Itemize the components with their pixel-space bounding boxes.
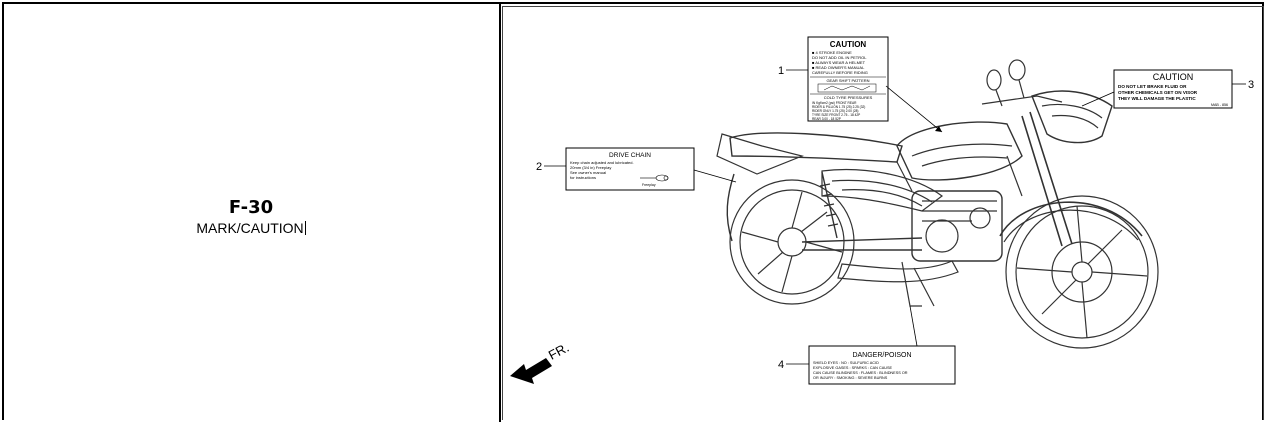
danger-poison-line: EXPLOSIVE GASES : SPARKS : CAN CAUSE [813, 366, 893, 370]
part-name-field[interactable]: MARK/CAUTION [4, 219, 498, 237]
danger-poison-line: CAN CAUSE BLINDNESS : FLAMES : BLINDNESS… [813, 371, 908, 375]
callout-2-number: 2 [536, 161, 542, 173]
caution-label-3-line: OTHER CHEMICALS GET ON VISOR [1118, 90, 1198, 95]
drive-chain-title: DRIVE CHAIN [609, 152, 651, 159]
drive-chain-freeplay: Freeplay [642, 183, 656, 187]
caution-label-3-line: THEY WILL DAMAGE THE PLASTIC [1118, 96, 1196, 101]
front-direction-indicator: FR. [510, 340, 571, 384]
danger-poison-line: OR INJURY : SMOKING : SEVERE BURNS [813, 376, 888, 380]
caution-label-1[interactable]: CAUTION ■ 4 STROKE ENGINE DO NOT ADD OIL… [807, 36, 889, 122]
part-name: MARK/CAUTION [196, 220, 304, 236]
danger-poison-title: DANGER/POISON [852, 352, 911, 359]
tyre-pressure-row: RIDER & PILLION 1.75 (25) 2.25 (32) [812, 105, 865, 109]
callout-3: 3 [1081, 79, 1254, 107]
part-info-pane: F-30 MARK/CAUTION [4, 4, 498, 420]
chain-icon [640, 174, 669, 182]
drive-chain-label[interactable]: DRIVE CHAIN Keep chain adjusted and lubr… [565, 147, 695, 191]
caution-label-3[interactable]: CAUTION DO NOT LET BRAKE FLUID OR OTHER … [1113, 69, 1233, 109]
danger-poison-line: SHIELD EYES : NO : SULFURIC ACID [813, 361, 879, 365]
tyre-pressure-row: RIDER ONLY 1.75 (25) 2.00 (28) [812, 109, 858, 113]
callout-1: 1 [778, 65, 943, 133]
part-code: F-30 [228, 197, 274, 218]
gear-shift-pattern [817, 83, 877, 93]
callout-4: 4 [778, 305, 918, 371]
drive-chain-line: for instructions [570, 175, 596, 180]
drive-chain-line: Keep chain adjusted and lubricated. [570, 160, 634, 165]
text-caret [304, 221, 306, 235]
caution-label-3-lines: DO NOT LET BRAKE FLUID OR OTHER CHEMICAL… [1118, 84, 1198, 101]
tyre-pressure-row: REAR 3.00 - 18 52P [812, 117, 841, 121]
caution-label-3-title: CAUTION [1153, 72, 1194, 82]
caution-label-1-lines: ■ 4 STROKE ENGINE DO NOT ADD OIL IN PETR… [812, 50, 868, 75]
danger-poison-label[interactable]: DANGER/POISON SHIELD EYES : NO : SULFURI… [808, 345, 956, 385]
caution-label-1-line: ■ 4 STROKE ENGINE [812, 50, 852, 55]
exploded-diagram: CAUTION ■ 4 STROKE ENGINE DO NOT ADD OIL… [510, 36, 1254, 385]
caution-label-3-line: DO NOT LET BRAKE FLUID OR [1118, 84, 1187, 89]
gear-shift-heading: GEAR SHIFT PATTERN [826, 78, 869, 83]
tyre-pressure-table: IN Kgf/cm2 (psi) FRONT REAR RIDER & PILL… [812, 101, 865, 121]
drive-chain-line: See owner's manual [570, 170, 606, 175]
drive-chain-line: 20mm (3/4 in) Freeplay [570, 165, 611, 170]
tyre-pressure-heading: COLD TYRE PRESSURES [824, 95, 873, 100]
caution-label-1-line: CAREFULLY BEFORE RIDING [812, 70, 868, 75]
drive-chain-lines: Keep chain adjusted and lubricated. 20mm… [570, 160, 634, 180]
callout-1-number: 1 [778, 65, 784, 77]
caution-label-1-title: CAUTION [830, 40, 867, 49]
danger-poison-lines: SHIELD EYES : NO : SULFURIC ACID EXPLOSI… [813, 361, 908, 380]
tyre-pressure-row: TYRE SIZE FRONT 2.75 - 18 42P [812, 113, 860, 117]
caution-label-3-part-no: MAB - 856 [1211, 103, 1228, 107]
tyre-pressure-header: IN Kgf/cm2 (psi) FRONT REAR [812, 101, 857, 105]
pane-divider [499, 4, 501, 422]
part-title-block: F-30 MARK/CAUTION [4, 197, 498, 237]
direction-label: FR. [546, 340, 572, 363]
caution-label-1-line: DO NOT ADD OIL IN PETROL [812, 55, 867, 60]
caution-label-1-line: ■ READ OWNER'S MANUAL [812, 65, 865, 70]
callout-2: 2 [536, 161, 737, 183]
callout-4-number: 4 [778, 359, 784, 371]
callout-3-number: 3 [1248, 79, 1254, 91]
motorcycle-drawing [716, 59, 1159, 349]
direction-arrow-icon [510, 358, 552, 384]
caution-label-1-line: ■ ALWAYS WEAR A HELMET [812, 60, 866, 65]
